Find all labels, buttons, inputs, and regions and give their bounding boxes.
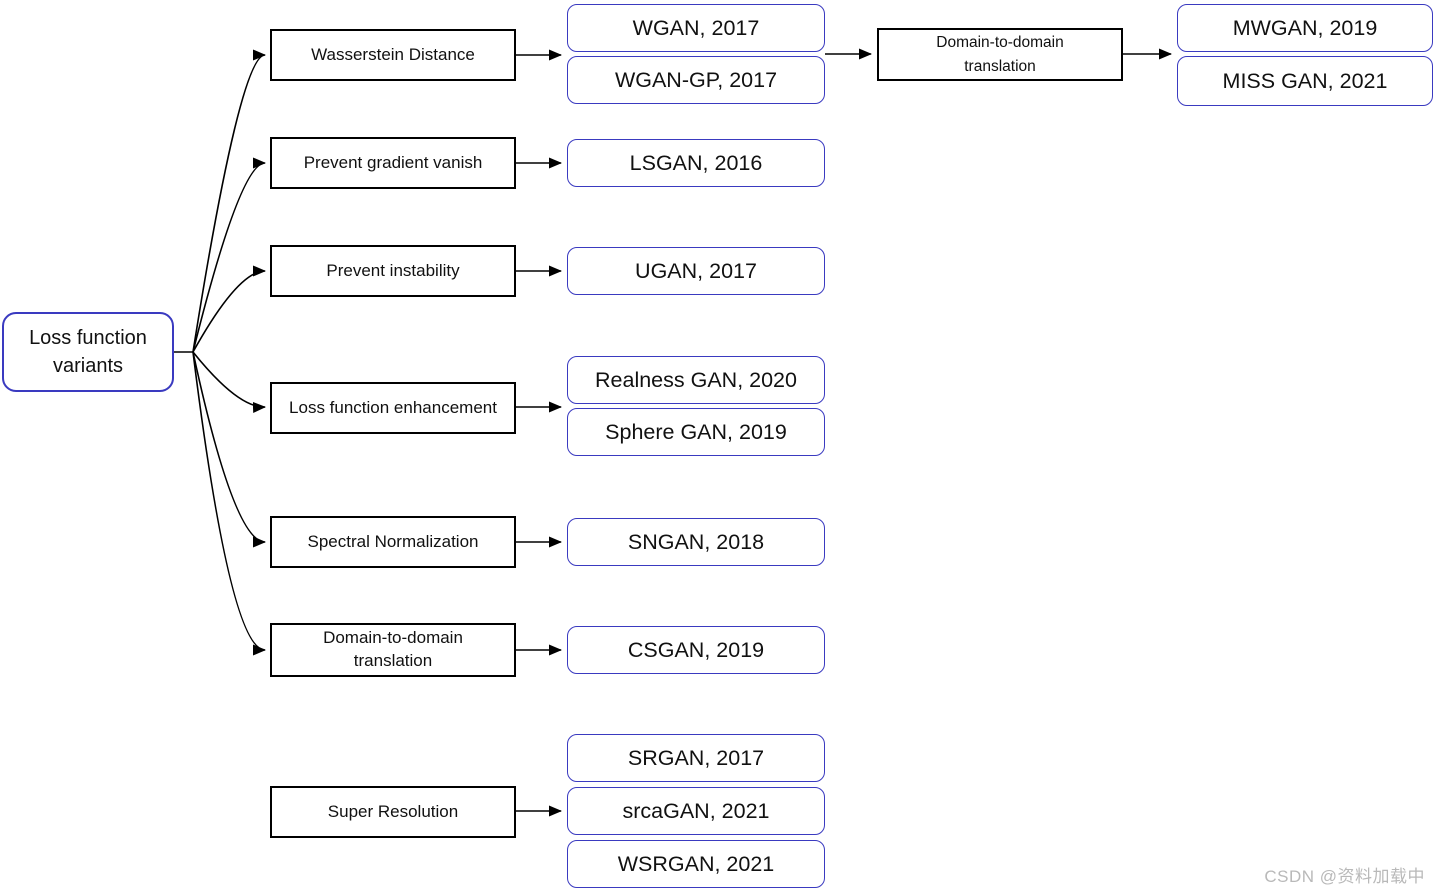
leaf-realness-gan: Realness GAN, 2020 [567, 356, 825, 404]
leaf-mwgan: MWGAN, 2019 [1177, 4, 1433, 52]
category-label: Prevent gradient vanish [303, 152, 483, 172]
leaf-csgan: CSGAN, 2019 [567, 626, 825, 674]
leaf-srcagan: srcaGAN, 2021 [567, 787, 825, 835]
category-domain-to-domain-translation-2: Domain-to-domain translation [877, 28, 1123, 81]
category-prevent-instability: Prevent instability [270, 245, 516, 297]
category-label: Super Resolution [327, 801, 459, 821]
leaf-label: UGAN, 2017 [635, 258, 757, 283]
leaf-wgan-gp: WGAN-GP, 2017 [567, 56, 825, 104]
category-label: Prevent instability [326, 260, 460, 280]
edge-root-to-gradient-vanish [192, 157, 266, 353]
leaf-wsrgan: WSRGAN, 2021 [567, 840, 825, 888]
leaf-label: CSGAN, 2019 [627, 637, 765, 662]
leaf-sngan: SNGAN, 2018 [567, 518, 825, 566]
leaf-label: SRGAN, 2017 [627, 745, 765, 770]
leaf-label: WGAN, 2017 [632, 15, 760, 40]
leaf-srgan: SRGAN, 2017 [567, 734, 825, 782]
root-label: Loss function variants [29, 327, 147, 377]
leaf-label: Sphere GAN, 2019 [605, 419, 787, 444]
edge-root-to-domain [192, 351, 266, 656]
leaf-ugan: UGAN, 2017 [567, 247, 825, 295]
leaf-label: Realness GAN, 2020 [595, 367, 797, 392]
category-label: Loss function enhancement [289, 397, 497, 417]
leaf-sphere-gan: Sphere GAN, 2019 [567, 408, 825, 456]
category-prevent-gradient-vanish: Prevent gradient vanish [270, 137, 516, 189]
category-label: Domain-to-domain translation [323, 628, 463, 670]
leaf-label: srcaGAN, 2021 [622, 798, 770, 823]
category-label: Domain-to-domain translation [936, 34, 1064, 75]
leaf-label: LSGAN, 2016 [629, 150, 763, 175]
category-wasserstein-distance: Wasserstein Distance [270, 29, 516, 81]
csdn-watermark: CSDN @资料加载中 [1264, 867, 1425, 886]
leaf-label: WGAN-GP, 2017 [614, 67, 778, 92]
category-loss-function-enhancement: Loss function enhancement [270, 382, 516, 434]
leaf-wgan: WGAN, 2017 [567, 4, 825, 52]
edge-root-to-instability [192, 265, 266, 353]
category-label: Spectral Normalization [307, 531, 479, 551]
leaf-miss-gan: MISS GAN, 2021 [1177, 56, 1433, 106]
leaf-label: MISS GAN, 2021 [1222, 68, 1388, 93]
category-super-resolution: Super Resolution [270, 786, 516, 838]
edge-root-to-enhancement [192, 351, 266, 413]
edge-root-to-spectral [192, 351, 266, 548]
root-node: Loss function variants [2, 312, 174, 392]
edge-root-to-wasserstein [192, 49, 266, 353]
category-label: Wasserstein Distance [311, 44, 475, 64]
leaf-label: MWGAN, 2019 [1232, 15, 1378, 40]
leaf-lsgan: LSGAN, 2016 [567, 139, 825, 187]
category-spectral-normalization: Spectral Normalization [270, 516, 516, 568]
leaf-label: WSRGAN, 2021 [617, 851, 775, 876]
leaf-label: SNGAN, 2018 [627, 529, 765, 554]
category-domain-to-domain-translation: Domain-to-domain translation [270, 623, 516, 677]
